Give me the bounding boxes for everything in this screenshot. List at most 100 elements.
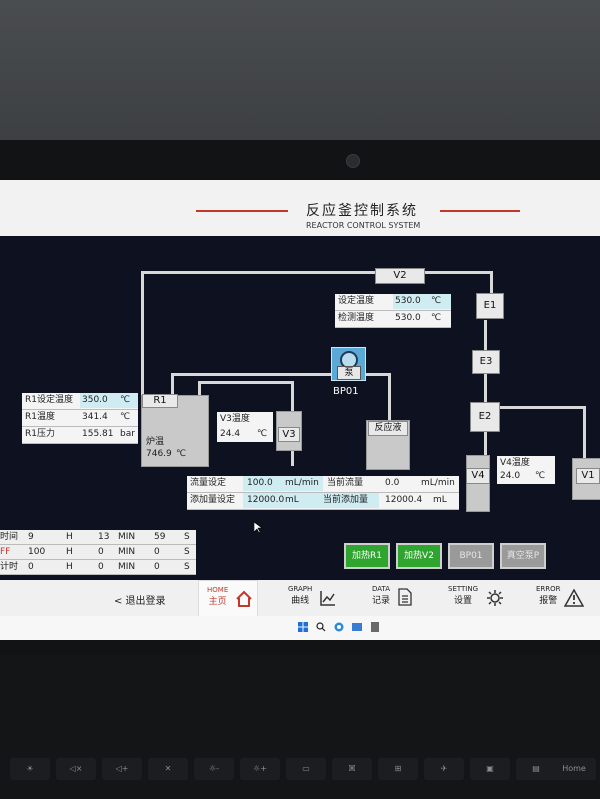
add-set-label: 添加量设定	[190, 495, 236, 505]
lock-key: ⌘	[332, 758, 372, 780]
timer-seconds-unit: S	[184, 562, 190, 572]
logout-button[interactable]: < 退出登录	[114, 596, 166, 607]
v2-set-label: 设定温度	[338, 296, 375, 306]
nav-data-cn: 记录	[372, 596, 391, 606]
r1-set-temp-cell[interactable]: 350.0℃	[80, 393, 138, 408]
search-icon[interactable]	[316, 622, 326, 632]
timer-seconds: 0	[154, 547, 160, 557]
v2-label[interactable]: V2	[375, 268, 425, 284]
r1-label[interactable]: R1	[142, 394, 178, 408]
timer-seconds: 0	[154, 562, 160, 572]
pipe-v3-in	[291, 381, 294, 411]
hmi-screen: 反应釜控制系统 REACTOR CONTROL SYSTEM V2 设定温度 5…	[0, 180, 600, 640]
vacuum-pump-button[interactable]: 真空泵P	[500, 543, 546, 569]
document-icon	[398, 588, 412, 606]
display-key: ▭	[286, 758, 326, 780]
page-title: 反应釜控制系统	[306, 203, 418, 219]
nav-setting[interactable]: SETTING 设置	[448, 585, 508, 615]
pipe-top-right	[425, 271, 493, 274]
flow-set-label: 流量设定	[190, 478, 227, 488]
v4-label[interactable]: V4	[466, 468, 490, 484]
r1-temp-unit: ℃	[120, 412, 131, 422]
home-icon	[236, 590, 252, 607]
v3-temp-panel: V3温度 24.4 ℃	[217, 412, 273, 442]
timer-minutes-unit: MIN	[118, 562, 136, 572]
timer-row: 计时 0 H 0 MIN 0 S	[0, 560, 196, 575]
timer-row: 时间 9 H 13 MIN 59 S	[0, 530, 196, 545]
os-taskbar	[0, 616, 600, 640]
timer-hours-unit: H	[66, 547, 73, 557]
timer-hours-unit: H	[66, 562, 73, 572]
nav-error-cn: 报警	[539, 596, 558, 606]
reaction-liquid-label: 反应液	[368, 421, 408, 436]
timer-seconds: 59	[154, 532, 166, 542]
home-key: Home	[552, 758, 596, 780]
e1-label[interactable]: E1	[476, 293, 504, 319]
pipe-e1-e3	[484, 320, 487, 350]
app-icon[interactable]	[370, 622, 380, 632]
bp01-button[interactable]: BP01	[448, 543, 494, 569]
bp01-pump[interactable]: 泵	[331, 347, 366, 381]
timer-hours: 100	[28, 547, 46, 557]
nav-home-cn: 主页	[208, 597, 227, 607]
v2-measured-value: 530.0	[395, 313, 421, 323]
brightness-up-key: ☼+	[240, 758, 280, 780]
brightness-key: ☀	[10, 758, 50, 780]
timer-seconds-unit: S	[184, 547, 190, 557]
wall-background	[0, 0, 600, 150]
timer-minutes: 13	[98, 532, 110, 542]
add-current-value: 12000.4	[385, 495, 423, 505]
camera-key: ▣	[470, 758, 510, 780]
nav-graph-cn: 曲线	[291, 596, 310, 606]
add-set-unit: mL	[285, 495, 299, 505]
mic-key: ✕	[148, 758, 188, 780]
pipe-r1-vertical	[141, 271, 144, 401]
v3-temp-unit: ℃	[257, 429, 268, 439]
v2-set-value-cell[interactable]: 530.0℃	[393, 294, 451, 309]
nav-setting-cn: 设置	[454, 596, 473, 606]
heat-r1-button[interactable]: 加热R1	[344, 543, 390, 569]
e2-label[interactable]: E2	[470, 402, 500, 432]
v3-label[interactable]: V3	[278, 427, 300, 442]
nav-home-text: HOME 主页	[207, 586, 228, 607]
windows-start-icon[interactable]	[298, 622, 308, 632]
webcam	[346, 154, 360, 168]
app-icon[interactable]	[352, 622, 362, 632]
timer-minutes-unit: MIN	[118, 547, 136, 557]
pipe-r1-pump	[171, 373, 334, 376]
flow-current-value: 0.0	[385, 478, 400, 488]
v2-set-value: 530.0	[395, 296, 421, 306]
mouse-cursor-icon	[254, 522, 263, 534]
r1-set-temp-value: 350.0	[82, 395, 108, 405]
flight-key: ✈	[424, 758, 464, 780]
pipe-r1-v3	[198, 381, 293, 384]
pipe-top-left	[141, 271, 375, 274]
nav-setting-en: SETTING	[448, 585, 479, 593]
r1-panel: R1设定温度 350.0℃ R1温度 341.4 ℃ R1压力 155.81 b…	[22, 393, 138, 444]
heat-v2-button[interactable]: 加热V2	[396, 543, 442, 569]
v2-temp-panel: 设定温度 530.0℃ 检测温度 530.0 ℃	[335, 294, 451, 328]
header-accent-left	[196, 210, 288, 212]
v2-measured-unit: ℃	[431, 313, 442, 323]
e3-label[interactable]: E3	[472, 350, 500, 374]
r1-pressure-value: 155.81	[82, 429, 114, 439]
nav-home[interactable]: HOME 主页	[198, 580, 258, 618]
browser-icon[interactable]	[334, 622, 344, 632]
nav-home-en: HOME	[207, 586, 229, 594]
pipe-r1-v3-drop	[198, 381, 201, 395]
pipe-r1-inlet	[171, 373, 174, 395]
timer-seconds-unit: S	[184, 532, 190, 542]
timer-minutes-unit: MIN	[118, 532, 136, 542]
timer-minutes: 0	[98, 547, 104, 557]
chart-icon	[320, 591, 335, 606]
v1-label[interactable]: V1	[576, 468, 600, 484]
pipe-v3-out	[291, 448, 294, 466]
pipe-pump-out	[363, 373, 391, 376]
